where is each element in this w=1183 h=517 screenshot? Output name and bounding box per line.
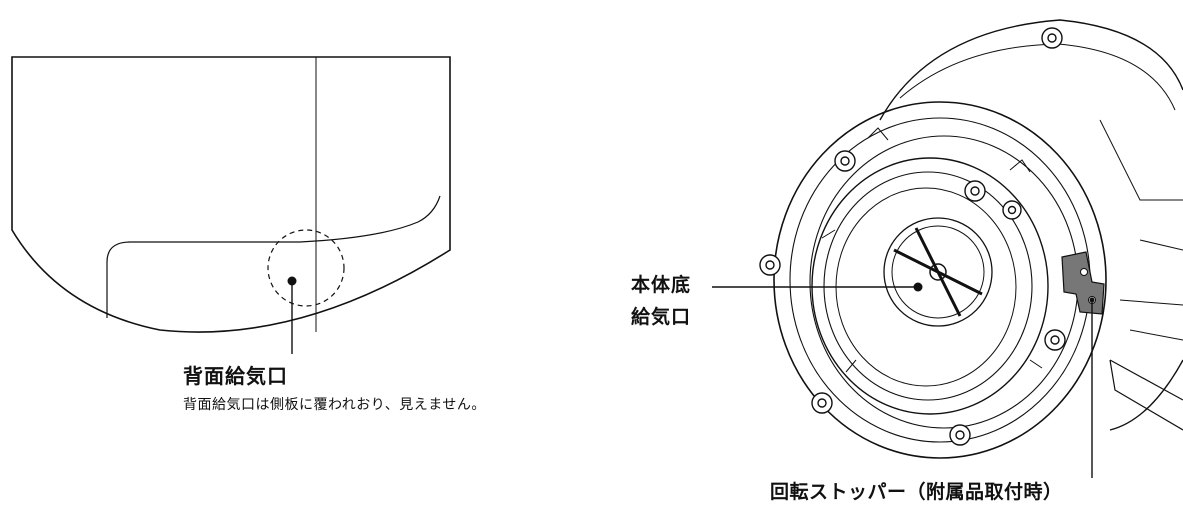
inner-ring: [811, 157, 1049, 415]
mount-bracket: [1109, 359, 1183, 431]
rear-inlet-note: 背面給気口は側板に覆われおり、見えません。: [183, 397, 486, 413]
mounting-knobs: [759, 27, 1066, 446]
side-panel: [106, 195, 441, 318]
unit-outline: [11, 56, 451, 333]
rotation-stopper-label: 回転ストッパー（附属品取付時）: [770, 481, 1063, 503]
bottom-view-assembly: [773, 19, 1183, 459]
rear-housing: [879, 19, 1183, 431]
center-hub: [883, 217, 993, 327]
outer-ring: [773, 101, 1107, 459]
bottom-inlet-label-line2: 給気口: [631, 306, 692, 328]
bottom-inlet-label-line1: 本体底: [631, 274, 692, 296]
rear-inlet-title: 背面給気口: [183, 364, 288, 388]
side-view-unit: [11, 56, 451, 333]
rotation-stopper: [1061, 251, 1105, 315]
bottom-inlet-dot: [913, 282, 923, 292]
rear-inlet-marker: [267, 229, 345, 307]
